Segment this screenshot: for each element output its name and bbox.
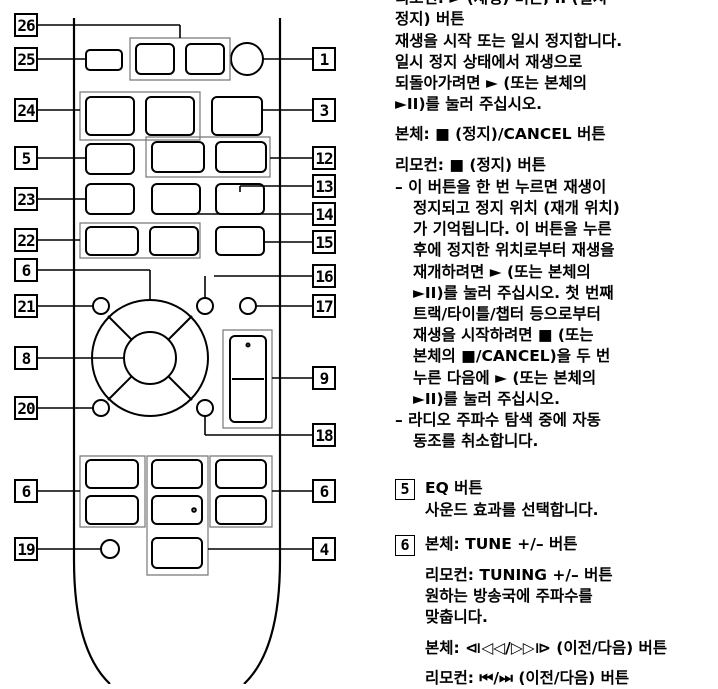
callout-21: 21 xyxy=(14,294,38,318)
callout-20: 20 xyxy=(14,396,38,420)
text-line: 본체의 ■/CANCEL)을 두 번 xyxy=(413,347,611,365)
callout-19: 19 xyxy=(14,537,38,561)
callout-5: 5 xyxy=(14,146,38,170)
text-line: – 라디오 주파수 탐색 중에 자동 xyxy=(395,411,601,429)
callout-1: 1 xyxy=(312,47,336,71)
section-number-6: 6 xyxy=(395,535,415,556)
callout-16: 16 xyxy=(312,264,336,288)
text-line: 재개하려면 ► (또는 본체의 xyxy=(413,263,591,281)
callout-26: 26 xyxy=(14,13,38,37)
remote-button-26b xyxy=(185,43,225,75)
section-number-5: 5 xyxy=(395,479,415,500)
callout-23: 23 xyxy=(14,187,38,211)
text-line: 리모컨: TUNING +/– 버튼 xyxy=(425,566,613,584)
text-line: 가 기억됩니다. 이 버튼을 누른 xyxy=(413,220,612,238)
callout-8: 8 xyxy=(14,346,38,370)
section-title-tune: 본체: TUNE +/– 버튼 xyxy=(425,535,578,553)
callout-17: 17 xyxy=(312,294,336,318)
remote-control-diagram xyxy=(38,18,312,684)
remote-button-25 xyxy=(85,49,123,71)
text-line: ►II)를 눌러 주십시오. xyxy=(395,95,543,113)
text-line: 되돌아가려면 ► (또는 본체의 xyxy=(395,74,588,92)
callout-12: 12 xyxy=(312,146,336,170)
text-line: 리모컨: ■ (정지) 버튼 xyxy=(395,156,547,174)
callout-22: 22 xyxy=(14,228,38,252)
callout-6-left: 6 xyxy=(14,479,38,503)
callout-13: 13 xyxy=(312,174,336,198)
callout-3: 3 xyxy=(312,98,336,122)
callout-24: 24 xyxy=(14,98,38,122)
text-line: 리모컨: ⏮/⏭ (이전/다음) 버튼 xyxy=(425,669,630,687)
text-line: 리모컨: ► (재생) 버튼, II (일시 xyxy=(395,0,607,9)
remote-button-1 xyxy=(230,42,264,76)
text-line: – 이 버튼을 한 번 누르면 재생이 xyxy=(395,178,607,196)
text-line: 후에 정지한 위치로부터 재생을 xyxy=(413,241,615,259)
text-line: 일시 정지 상태에서 재생으로 xyxy=(395,53,583,71)
text-line: 재생을 시작하려면 ■ (또는 xyxy=(413,326,594,344)
text-line: 누른 다음에 ► (또는 본체의 xyxy=(413,369,597,387)
text-line: 맞춥니다. xyxy=(425,608,488,626)
callout-6-top: 6 xyxy=(14,258,38,282)
text-line: 정지) 버튼 xyxy=(395,10,465,28)
callout-9: 9 xyxy=(312,366,336,390)
callout-14: 14 xyxy=(312,202,336,226)
text-line: 본체: ■ (정지)/CANCEL 버튼 xyxy=(395,125,606,143)
text-line: ►II)를 눌러 주십시오. 첫 번째 xyxy=(413,284,614,302)
text-line: 정지되고 정지 위치 (재개 위치) xyxy=(413,199,620,217)
text-line: 원하는 방송국에 주파수를 xyxy=(425,587,593,605)
callout-25: 25 xyxy=(14,47,38,71)
text-line: 트랙/타이틀/챕터 등으로부터 xyxy=(413,305,601,323)
callout-15: 15 xyxy=(312,230,336,254)
callout-6-right: 6 xyxy=(312,479,336,503)
callout-18: 18 xyxy=(312,423,336,447)
section-desc-eq: 사운드 효과를 선택합니다. xyxy=(425,501,599,519)
text-line: 본체: ⧏◁◁/▷▷⧐ (이전/다음) 버튼 xyxy=(425,639,668,657)
text-line: ►II)를 눌러 주십시오. xyxy=(413,390,561,408)
text-line: 재생을 시작 또는 일시 정지합니다. xyxy=(395,32,623,50)
callout-4: 4 xyxy=(312,537,336,561)
remote-button-26a xyxy=(135,43,175,75)
text-line: 동조를 취소합니다. xyxy=(413,432,539,450)
section-title-eq: EQ 버튼 xyxy=(425,479,483,497)
